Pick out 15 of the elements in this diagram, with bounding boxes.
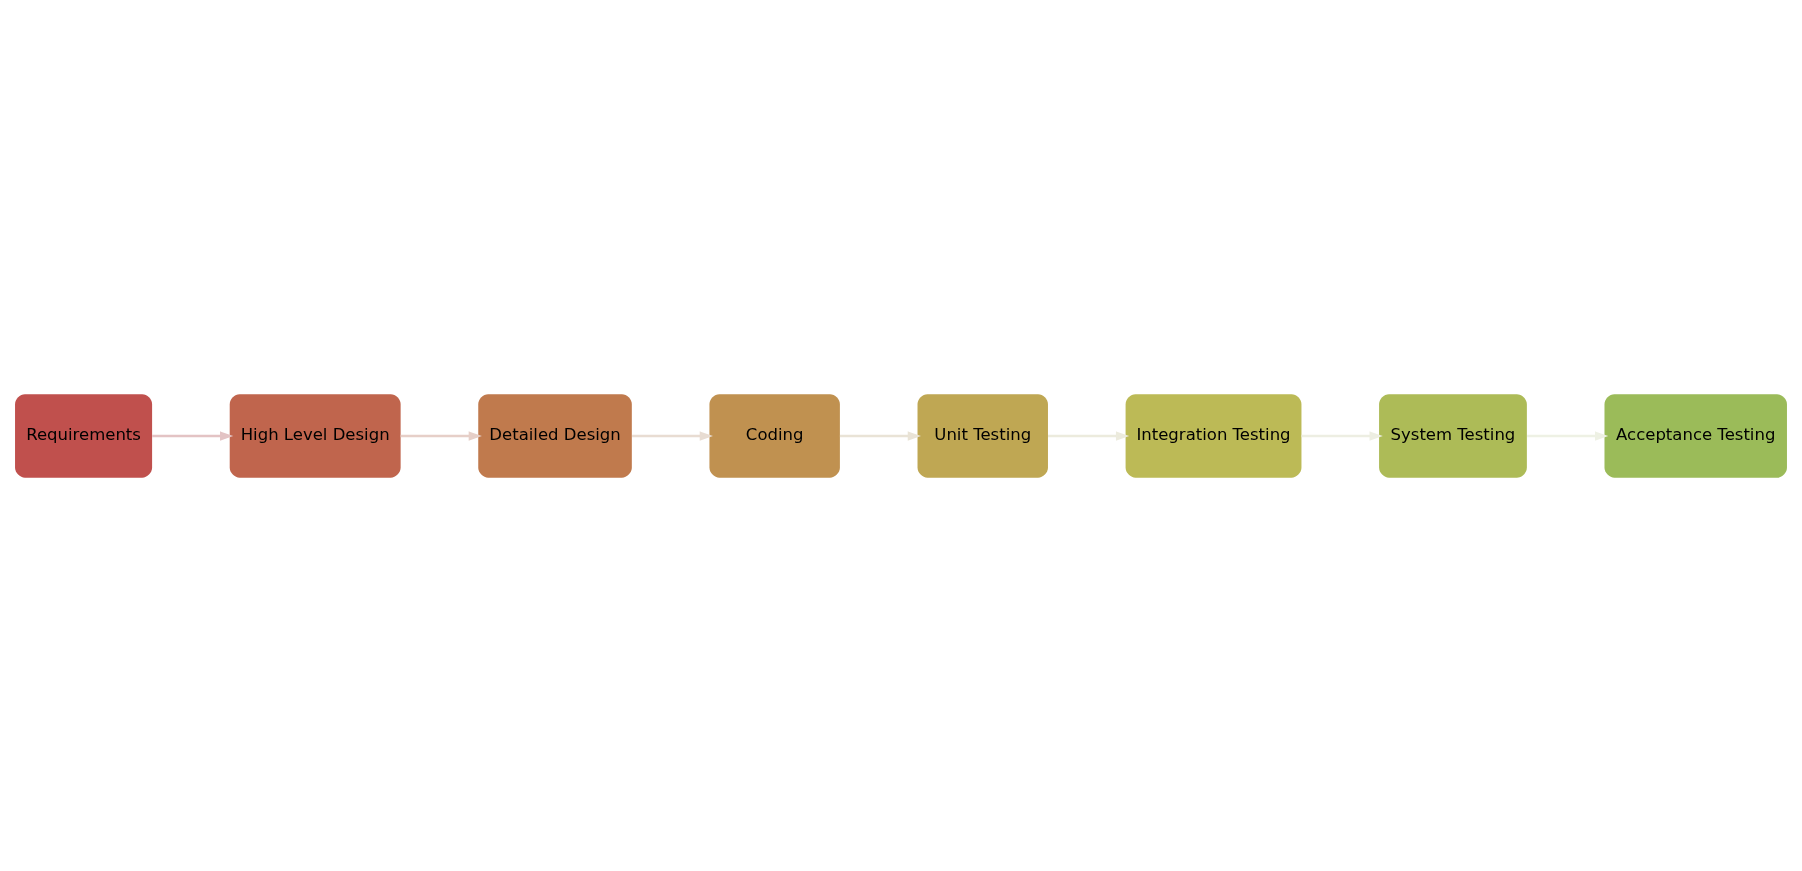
- node-box: Integration Testing: [1125, 393, 1302, 478]
- arrow: [1527, 430, 1609, 441]
- node-box: Requirements: [15, 393, 153, 478]
- node-box: Unit Testing: [917, 393, 1048, 478]
- node-box: System Testing: [1379, 393, 1527, 478]
- node-box: Acceptance Testing: [1604, 393, 1787, 478]
- arrow: [152, 430, 234, 441]
- node-box: Coding: [709, 393, 840, 478]
- node-box: High Level Design: [229, 393, 401, 478]
- arrow: [839, 430, 921, 441]
- node-box: Detailed Design: [478, 393, 632, 478]
- arrow: [632, 430, 713, 441]
- arrow: [1048, 430, 1130, 441]
- arrow: [1301, 430, 1383, 441]
- arrow: [400, 430, 482, 441]
